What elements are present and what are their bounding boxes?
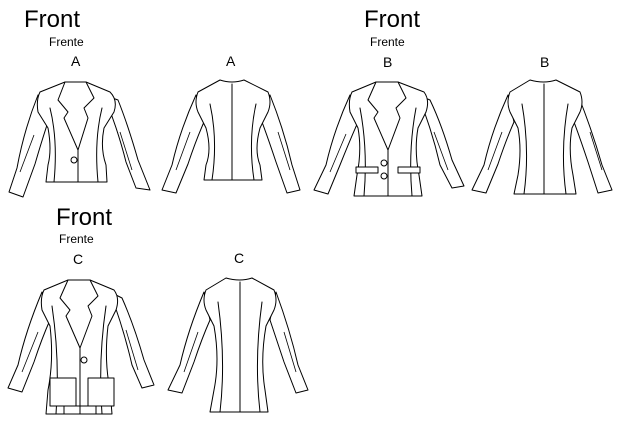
view-c-front-letter: C <box>73 251 83 267</box>
view-a-group: Front Frente A A <box>8 6 301 198</box>
group-b-heading: Front <box>364 6 420 33</box>
group-c-subheading: Frente <box>59 232 94 246</box>
view-b-group: Front Frente B B <box>313 6 613 197</box>
jacket-b-front-drawing <box>313 81 465 197</box>
view-c-back-letter: C <box>234 250 244 266</box>
jacket-c-back-drawing <box>167 277 309 413</box>
jacket-a-back-drawing <box>161 79 301 194</box>
view-b-front-letter: B <box>383 54 392 70</box>
view-b-back-letter: B <box>540 54 549 70</box>
jacket-a-front-drawing <box>8 81 151 198</box>
group-b-subheading: Frente <box>370 35 405 49</box>
group-a-subheading: Frente <box>49 35 84 49</box>
group-c-heading: Front <box>56 204 112 231</box>
view-a-front-letter: A <box>71 53 81 69</box>
view-c-group: Front Frente C C <box>7 204 309 415</box>
view-a-back-letter: A <box>226 53 236 69</box>
jacket-c-front-drawing <box>7 279 155 415</box>
jacket-b-back-drawing <box>471 79 613 195</box>
group-a-heading: Front <box>24 6 80 33</box>
